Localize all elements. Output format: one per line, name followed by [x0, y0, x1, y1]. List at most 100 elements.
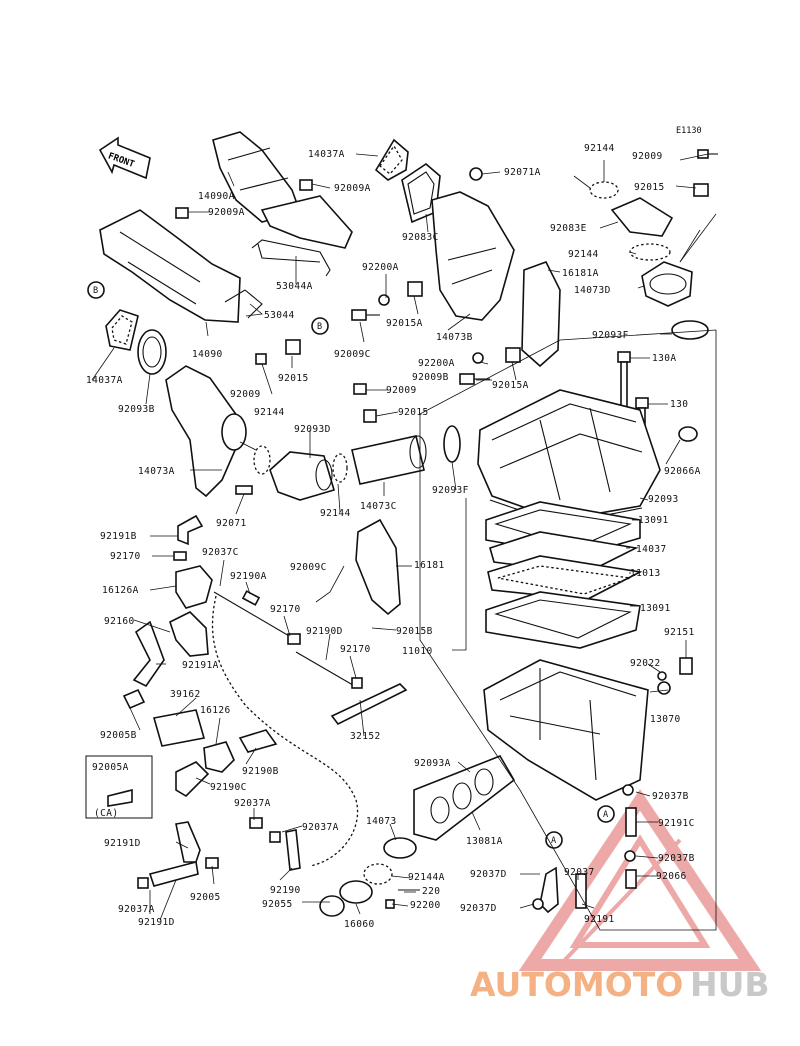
label-92170-a: 92170: [110, 551, 141, 562]
hose-92190b: [238, 729, 278, 753]
label-92200: 92200: [410, 900, 441, 911]
cover-16181a: [521, 261, 561, 368]
front-arrow: FRONT: [98, 136, 151, 180]
clamp-92144-e: [332, 453, 348, 483]
hose-92190c: [175, 761, 210, 798]
clamp-92170-b: [287, 633, 301, 645]
label-92190a: 92190A: [230, 571, 267, 582]
label-11010: 11010: [402, 646, 433, 657]
label-92037d-b: 92037D: [460, 903, 497, 914]
hose-run: [211, 595, 359, 867]
leader-lines: [91, 153, 717, 931]
label-92005a: 92005A: [92, 762, 129, 773]
hose-92191c: [622, 784, 637, 889]
label-92093a: 92093A: [414, 758, 451, 769]
bracket-16181: [355, 518, 401, 616]
label-92191c: 92191C: [658, 818, 695, 829]
duct-14073d: [641, 261, 693, 307]
adapter-14073: [383, 837, 417, 859]
callout-a-lower-mid-label: A: [551, 836, 556, 846]
label-14073a: 14073A: [138, 466, 175, 477]
label-92093f-a: 92093F: [592, 330, 629, 341]
callout-a-lower-right-label: A: [603, 810, 608, 820]
label-92190b: 92190B: [242, 766, 279, 777]
label-92005: 92005: [190, 892, 221, 903]
label-130a: 130A: [652, 353, 676, 364]
label-92009c-a: 92009C: [334, 349, 371, 360]
bracket-53044a: [251, 239, 331, 277]
callout-a-lower-mid: [545, 831, 563, 849]
label-220: 220: [422, 886, 440, 897]
washer-92022: [657, 671, 667, 681]
label-53044: 53044: [264, 310, 295, 321]
label-92144-b: 92144: [568, 249, 599, 260]
label-92170-c: 92170: [340, 644, 371, 655]
diagram-code: E1130: [676, 126, 702, 136]
airbox-lower-11010: [483, 659, 649, 801]
fasteners-middle: [175, 167, 521, 423]
seal-92093f-b: [443, 425, 461, 463]
adapter-13081a: [413, 755, 516, 841]
label-92037a-c: 92037A: [118, 904, 155, 915]
label-92144a: 92144A: [408, 872, 445, 883]
label-13091-a: 13091: [638, 515, 669, 526]
label-13070: 13070: [650, 714, 681, 725]
bolt-92151: [679, 657, 693, 675]
label-32152: 32152: [350, 731, 381, 742]
airbox-top-cover: [477, 389, 661, 521]
clamp-92144-a: [589, 181, 619, 199]
label-92200a: 92200A: [362, 262, 399, 273]
pipe-32152: [330, 683, 408, 726]
label-92037d-a: 92037D: [470, 869, 507, 880]
watermark-part1: AUTOMOTO: [470, 965, 683, 1004]
label-92144-d: 92144: [320, 508, 351, 519]
label-92066a: 92066A: [664, 466, 701, 477]
valve-16126: [203, 741, 235, 773]
label-92191d-b: 92191D: [138, 917, 175, 928]
label-16181: 16181: [414, 560, 445, 571]
label-92191d-a: 92191D: [104, 838, 141, 849]
callout-b-right-label: B: [317, 322, 322, 332]
label-92066: 92066: [656, 871, 687, 882]
label-92144-c: 92144: [254, 407, 285, 418]
duct-92093d: [269, 451, 335, 501]
watermark-triangle: [518, 789, 762, 971]
seal-92083c: [401, 162, 441, 224]
label-92093f-b: 92093F: [432, 485, 469, 496]
label-92037c: 92037C: [202, 547, 239, 558]
label-14037a-top: 14037A: [308, 149, 345, 160]
pipe-92190d: [295, 651, 359, 689]
callout-b-left-label: B: [93, 286, 98, 296]
bracket-53044: [224, 289, 263, 319]
label-16060: 16060: [344, 919, 375, 930]
fitting-92005b: [122, 688, 146, 710]
label-92071: 92071: [216, 518, 247, 529]
label-14090: 14090: [192, 349, 223, 360]
label-92009b: 92009B: [412, 372, 449, 383]
duct-14073c: [351, 435, 427, 485]
watermark-part2: HUB: [690, 965, 770, 1004]
inset-ca-box: [85, 755, 153, 819]
hose-92191b: [177, 514, 204, 546]
label-92009c-b: 92009C: [290, 562, 327, 573]
label-92037a-b: 92037A: [302, 822, 339, 833]
label-92093: 92093: [648, 494, 679, 505]
label-92083c: 92083C: [402, 232, 439, 243]
label-92160: 92160: [104, 616, 135, 627]
part-labels: 14037A 92009A 92071A 14090A 92009A 92083…: [86, 143, 701, 930]
label-ca: (CA): [94, 808, 118, 819]
clamp-92144a: [363, 863, 393, 885]
clip-92071: [235, 485, 253, 495]
label-92190: 92190: [270, 885, 301, 896]
callout-a-lower-right: [597, 805, 615, 823]
label-14073b: 14073B: [436, 332, 473, 343]
label-11013: 11013: [630, 568, 661, 579]
label-39162: 39162: [170, 689, 201, 700]
duct-92083e: [610, 197, 674, 237]
label-92037b-a: 92037B: [652, 791, 689, 802]
label-92009-b: 92009: [386, 385, 417, 396]
label-92144-a: 92144: [584, 143, 615, 154]
label-130: 130: [670, 399, 688, 410]
label-16126a: 16126A: [102, 585, 139, 596]
